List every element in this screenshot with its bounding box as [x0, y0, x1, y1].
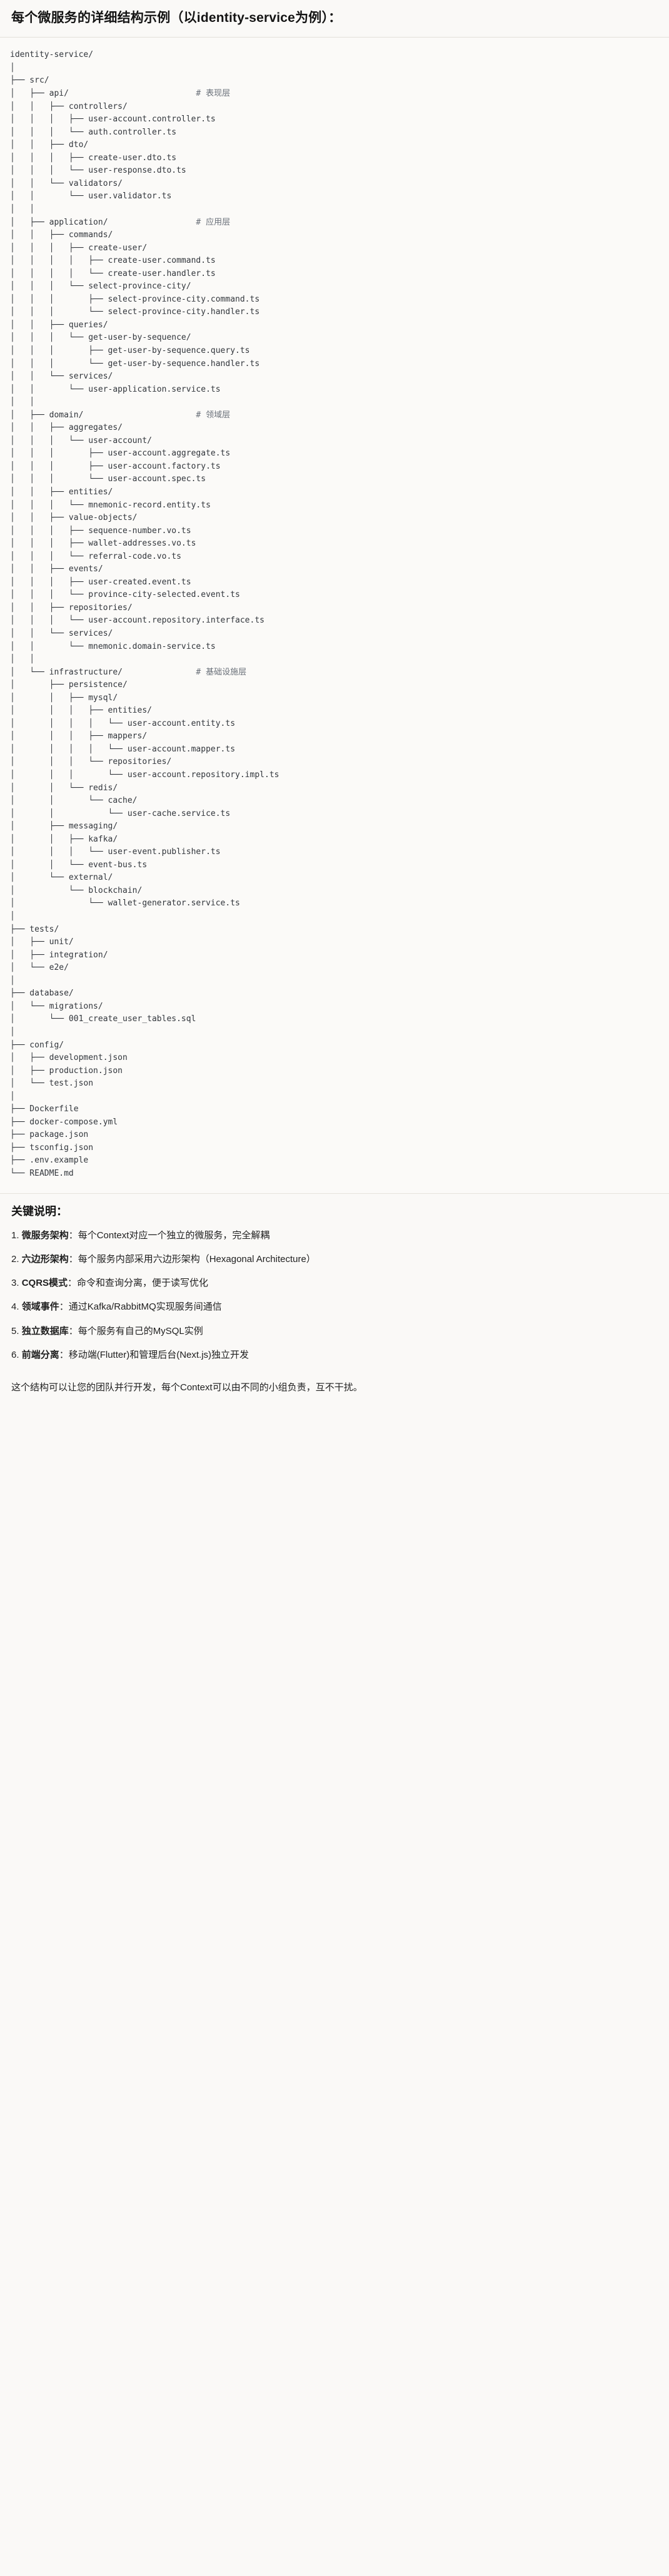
note-description: 每个服务有自己的MySQL实例	[78, 1325, 203, 1336]
document-page: 每个微服务的详细结构示例（以identity-service为例）： ident…	[0, 11, 669, 1393]
note-term: 领域事件	[21, 1301, 59, 1313]
note-item: 3. CQRS模式：命令和查询分离，便于读写优化	[11, 1276, 658, 1290]
note-description: 通过Kafka/RabbitMQ实现服务间通信	[68, 1301, 222, 1313]
tree-layer-comment: # 领域层	[196, 410, 231, 420]
note-number: 5.	[11, 1325, 19, 1336]
key-notes-heading: 关键说明：	[11, 1204, 68, 1218]
note-term: CQRS模式	[21, 1278, 68, 1289]
note-separator: ：	[68, 1253, 78, 1265]
directory-tree: identity-service/ │ ├── src/ │ ├── api/ …	[10, 50, 279, 1178]
note-item: 2. 六边形架构：每个服务内部采用六边形架构（Hexagonal Archite…	[11, 1252, 658, 1266]
note-separator: ：	[68, 1229, 78, 1241]
title-divider	[0, 37, 669, 38]
note-item: 4. 领域事件：通过Kafka/RabbitMQ实现服务间通信	[11, 1300, 658, 1314]
note-separator: ：	[59, 1301, 69, 1313]
note-term: 微服务架构	[21, 1229, 69, 1241]
note-term: 六边形架构	[21, 1253, 69, 1265]
tree-divider	[0, 1193, 669, 1194]
note-separator: ：	[68, 1325, 78, 1336]
note-number: 1.	[11, 1229, 19, 1241]
note-separator: ：	[59, 1349, 69, 1360]
note-number: 6.	[11, 1349, 19, 1360]
note-item: 1. 微服务架构：每个Context对应一个独立的微服务，完全解耦	[11, 1228, 658, 1243]
page-title: 每个微服务的详细结构示例（以identity-service为例）：	[11, 11, 342, 25]
note-item: 6. 前端分离：移动端(Flutter)和管理后台(Next.js)独立开发	[11, 1348, 658, 1362]
note-description: 命令和查询分离，便于读写优化	[77, 1278, 209, 1289]
footer-summary: 这个结构可以让您的团队并行开发，每个Context可以由不同的小组负责，互不干扰…	[11, 1382, 363, 1393]
tree-layer-comment: # 表现层	[196, 89, 231, 99]
note-item: 5. 独立数据库：每个服务有自己的MySQL实例	[11, 1324, 658, 1338]
note-term: 独立数据库	[21, 1325, 69, 1336]
directory-tree-block: identity-service/ │ ├── src/ │ ├── api/ …	[0, 38, 669, 1193]
note-description: 每个服务内部采用六边形架构（Hexagonal Architecture）	[78, 1253, 316, 1265]
note-description: 移动端(Flutter)和管理后台(Next.js)独立开发	[68, 1349, 249, 1360]
key-notes-section: 关键说明： 1. 微服务架构：每个Context对应一个独立的微服务，完全解耦 …	[0, 1194, 669, 1376]
note-number: 2.	[11, 1253, 19, 1265]
note-term: 前端分离	[21, 1349, 59, 1360]
note-description: 每个Context对应一个独立的微服务，完全解耦	[78, 1229, 270, 1241]
tree-layer-comment: # 基础设施层	[196, 667, 247, 677]
note-number: 4.	[11, 1301, 19, 1313]
note-separator: ：	[68, 1278, 78, 1289]
tree-layer-comment: # 应用层	[196, 217, 231, 227]
note-number: 3.	[11, 1278, 19, 1289]
